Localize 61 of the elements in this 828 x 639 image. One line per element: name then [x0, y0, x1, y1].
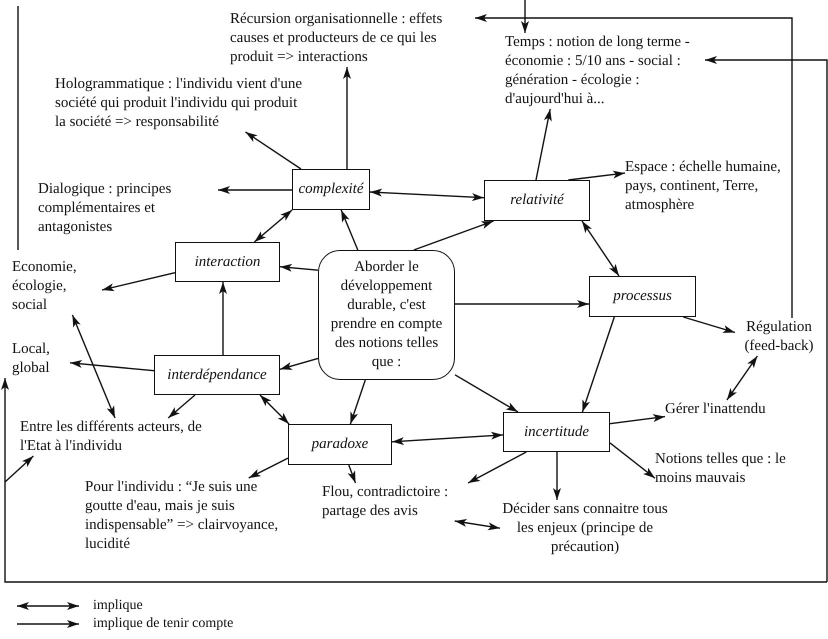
double-headed-arrow — [392, 432, 504, 446]
concept-box: paradoxe — [288, 424, 392, 465]
concept-box: incertitude — [503, 412, 610, 452]
note-text: Gérer l'inattendu — [665, 400, 800, 419]
concept-box: complexité — [292, 169, 370, 210]
double-headed-arrow — [454, 518, 500, 530]
arrow — [455, 300, 589, 308]
arrow — [610, 442, 656, 479]
arrow — [1, 378, 827, 583]
arrow — [248, 457, 288, 479]
arrow — [218, 186, 292, 194]
note-text: Pour l'individu : “Je suis une goutte d'eau, mais je suis indispensable” => clairvoyance, lucidité — [85, 478, 290, 554]
arrow — [683, 316, 736, 334]
arrow — [454, 374, 518, 413]
note-text: Hologrammatique : l'individu vient d'une société qui produit l'individu qui produit la société => responsabilité — [55, 75, 305, 132]
note-text: Notions telles que : le moins mauvais — [655, 450, 815, 488]
legend-label: implique — [93, 597, 143, 614]
concept-box: interdépendance — [154, 355, 280, 395]
arrow — [343, 67, 351, 169]
arrow — [219, 282, 227, 355]
note-text: Entre les différents acteurs, de l'Etat à l'individu — [20, 418, 235, 456]
arrow — [245, 131, 302, 170]
note-text: Economie, écologie, social — [12, 258, 102, 315]
concept-box: processus — [589, 276, 696, 317]
double-headed-arrow — [581, 220, 620, 276]
arrow — [582, 316, 615, 412]
arrow — [70, 360, 154, 372]
arrow — [535, 108, 552, 180]
note-text: Local, global — [0, 340, 70, 378]
arrow — [350, 380, 366, 424]
note-text: Temps : notion de long terme - économie : 5/10 ans - social : génération - écologie : d'aujourd'hui à... — [505, 33, 705, 109]
arrow — [280, 358, 318, 370]
arrow — [4, 455, 34, 483]
arrow — [414, 220, 494, 251]
double-headed-arrow — [72, 314, 116, 418]
double-headed-arrow — [260, 394, 290, 424]
arrow — [610, 414, 666, 424]
note-text: Espace : échelle humaine, pays, continent, Terre, atmosphère — [625, 158, 790, 215]
arrow — [168, 394, 196, 419]
double-headed-arrow — [370, 188, 484, 202]
note-text: Récursion organisationnelle : effets causes et producteurs de ce qui les produit => interactions — [230, 10, 475, 67]
double-headed-arrow — [726, 356, 758, 400]
note-text: Décider sans connaitre tous les enjeux (principe de précaution) — [500, 500, 670, 557]
legend-label: implique de tenir compte — [93, 615, 234, 632]
note-text: Flou, contradictoire : partage des avis — [322, 483, 487, 521]
arrow — [521, 0, 529, 33]
note-text: Dialogique : principes complémentaires et antagonistes — [38, 180, 218, 237]
arrow — [553, 452, 561, 500]
arrow — [705, 56, 828, 582]
arrow — [348, 464, 356, 484]
concept-box: interaction — [175, 242, 280, 282]
rounded-box: Aborder le développement durable, c'est prendre en compte des notions telles que : — [318, 250, 455, 380]
arrow — [280, 264, 318, 272]
concept-box: relativité — [484, 180, 590, 221]
arrow — [102, 272, 176, 292]
arrow — [475, 14, 793, 318]
arrow — [568, 170, 626, 181]
arrow — [468, 451, 527, 484]
note-text: Régulation (feed-back) — [735, 318, 823, 356]
double-headed-arrow — [254, 209, 293, 243]
arrow — [340, 210, 358, 250]
